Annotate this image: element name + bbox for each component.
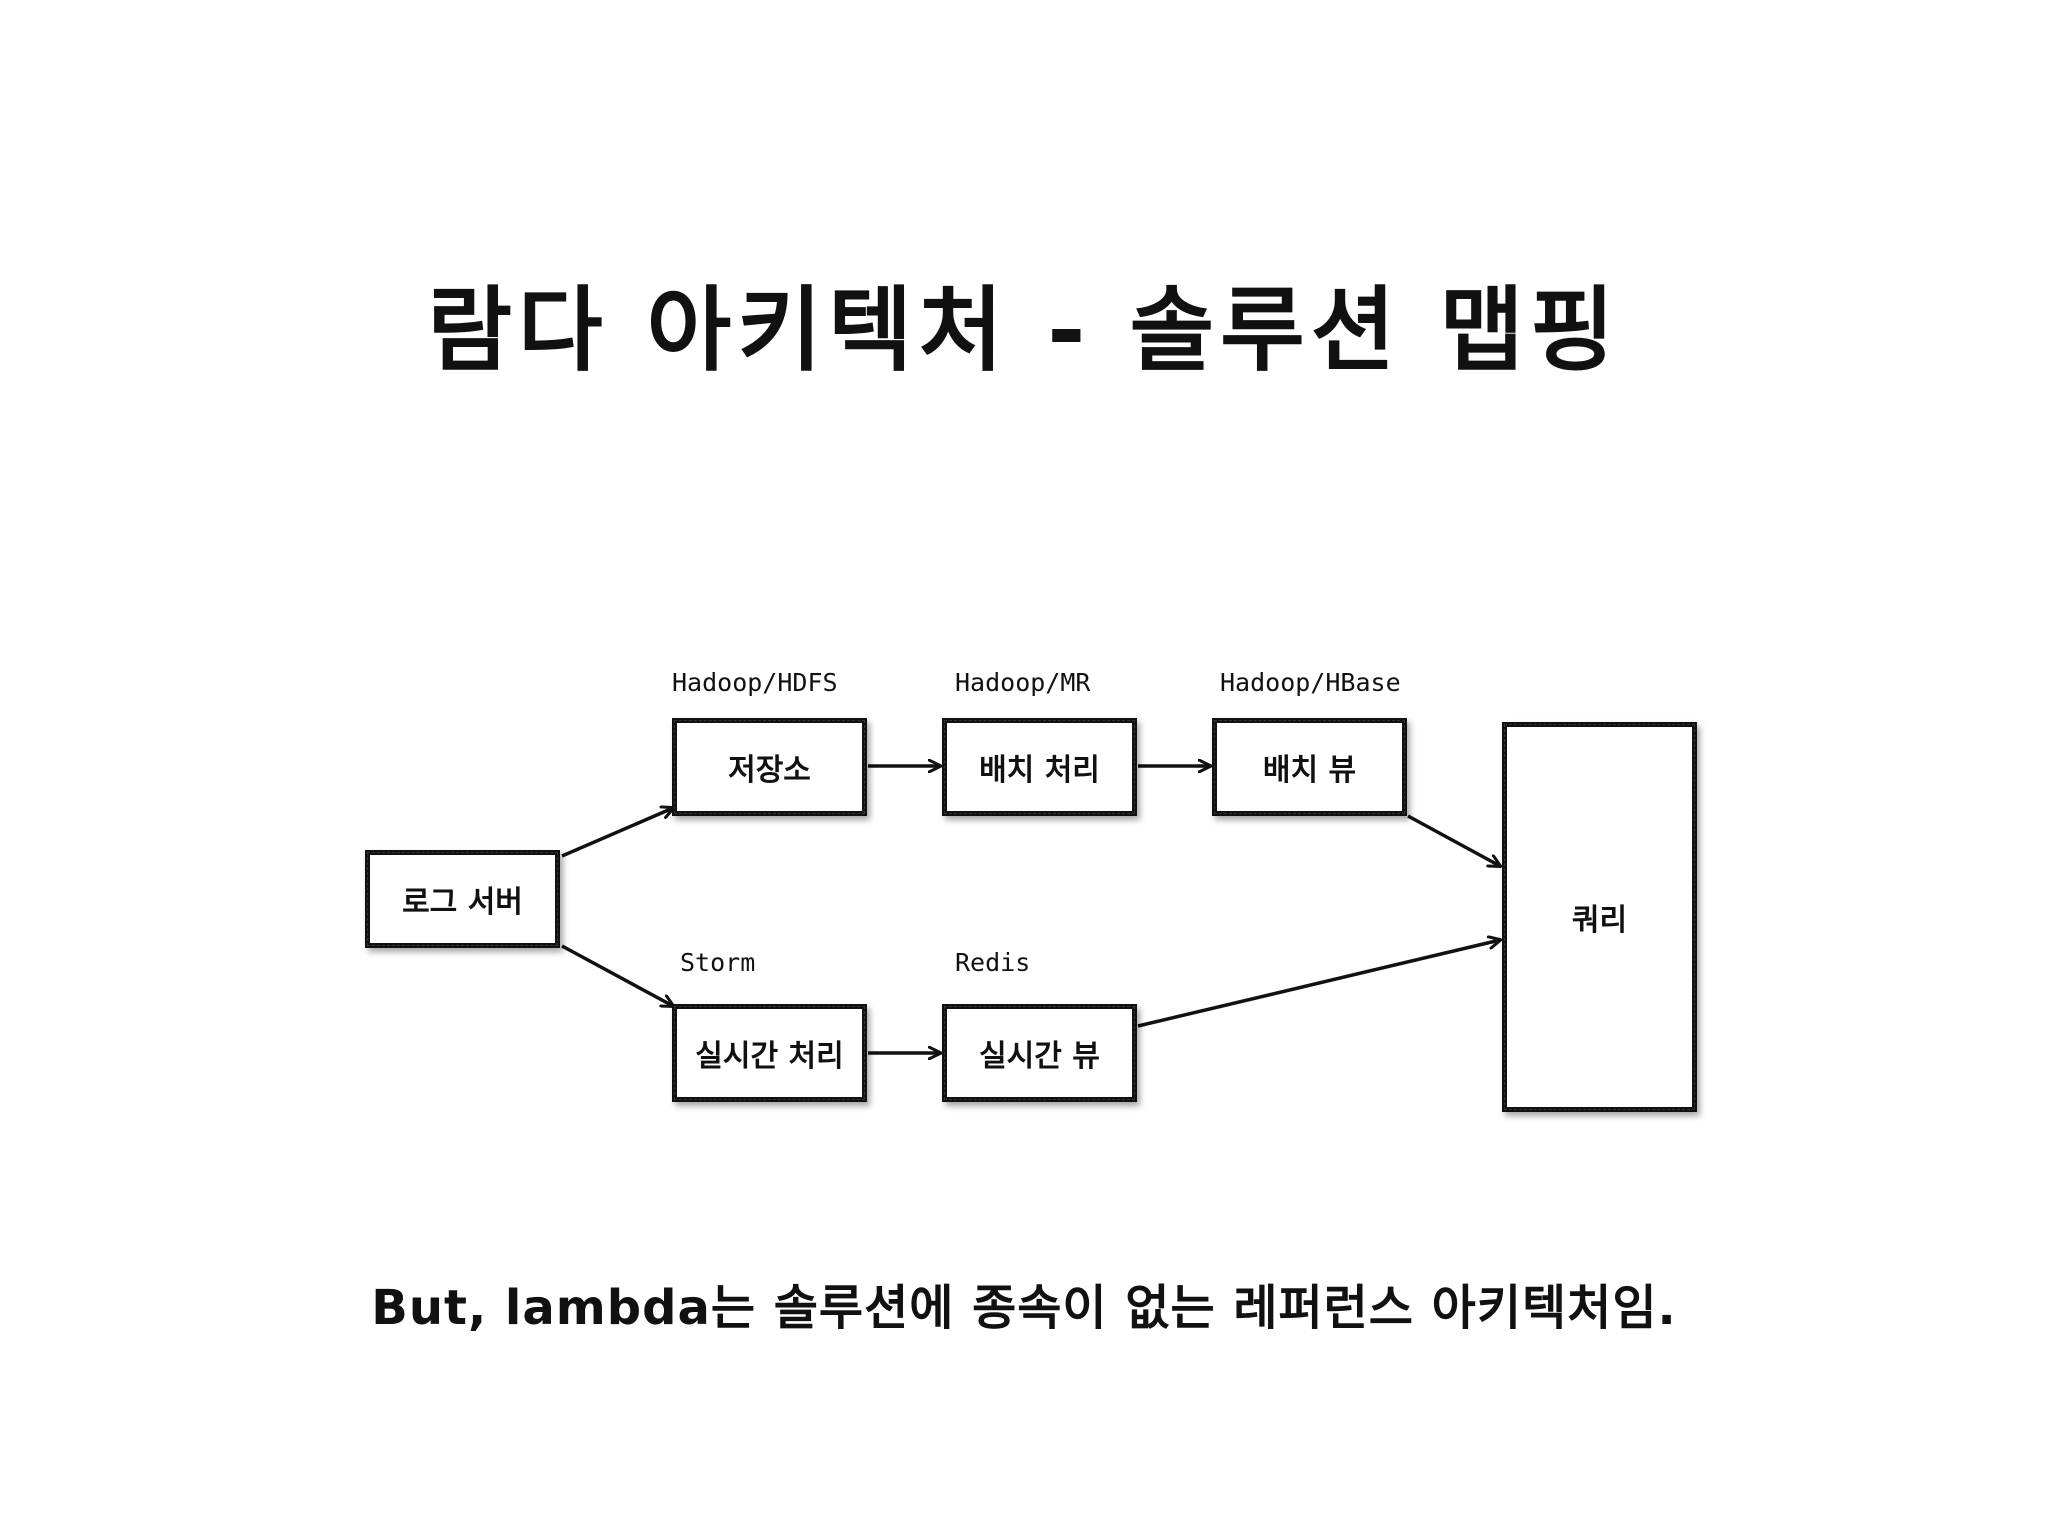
node-query: 쿼리	[1502, 722, 1697, 1112]
node-storage: 저장소	[672, 718, 867, 816]
node-query-label: 쿼리	[1571, 903, 1628, 938]
node-storage-label: 저장소	[728, 753, 811, 788]
tech-label-batch-processing: Hadoop/MR	[955, 668, 1091, 697]
node-realtime-processing: 실시간 처리	[672, 1004, 867, 1102]
tech-label-batch-view: Hadoop/HBase	[1220, 668, 1401, 697]
node-log-server-label: 로그 서버	[402, 885, 523, 920]
arrow-batch-view-to-query	[1407, 814, 1500, 866]
tech-label-realtime-view: Redis	[955, 948, 1031, 977]
node-realtime-view-label: 실시간 뷰	[979, 1039, 1100, 1074]
slide-title: 람다 아키텍처 - 솔루션 맵핑	[427, 277, 1621, 384]
arrow-log-server-to-storage	[561, 808, 673, 858]
node-realtime-view: 실시간 뷰	[942, 1004, 1137, 1102]
footer-note: But, lambda는 솔루션에 종속이 없는 레퍼런스 아키텍처임.	[371, 1280, 1677, 1336]
node-batch-view-label: 배치 뷰	[1262, 753, 1357, 788]
node-realtime-processing-label: 실시간 처리	[695, 1039, 844, 1074]
node-log-server: 로그 서버	[365, 850, 560, 948]
node-batch-view: 배치 뷰	[1212, 718, 1407, 816]
node-batch-processing-label: 배치 처리	[979, 753, 1100, 788]
node-batch-processing: 배치 처리	[942, 718, 1137, 816]
tech-label-storage: Hadoop/HDFS	[672, 668, 838, 697]
arrow-log-server-to-realtime-processing	[561, 944, 673, 1006]
arrow-realtime-view-to-query	[1137, 940, 1500, 1028]
tech-label-realtime-processing: Storm	[680, 948, 756, 977]
